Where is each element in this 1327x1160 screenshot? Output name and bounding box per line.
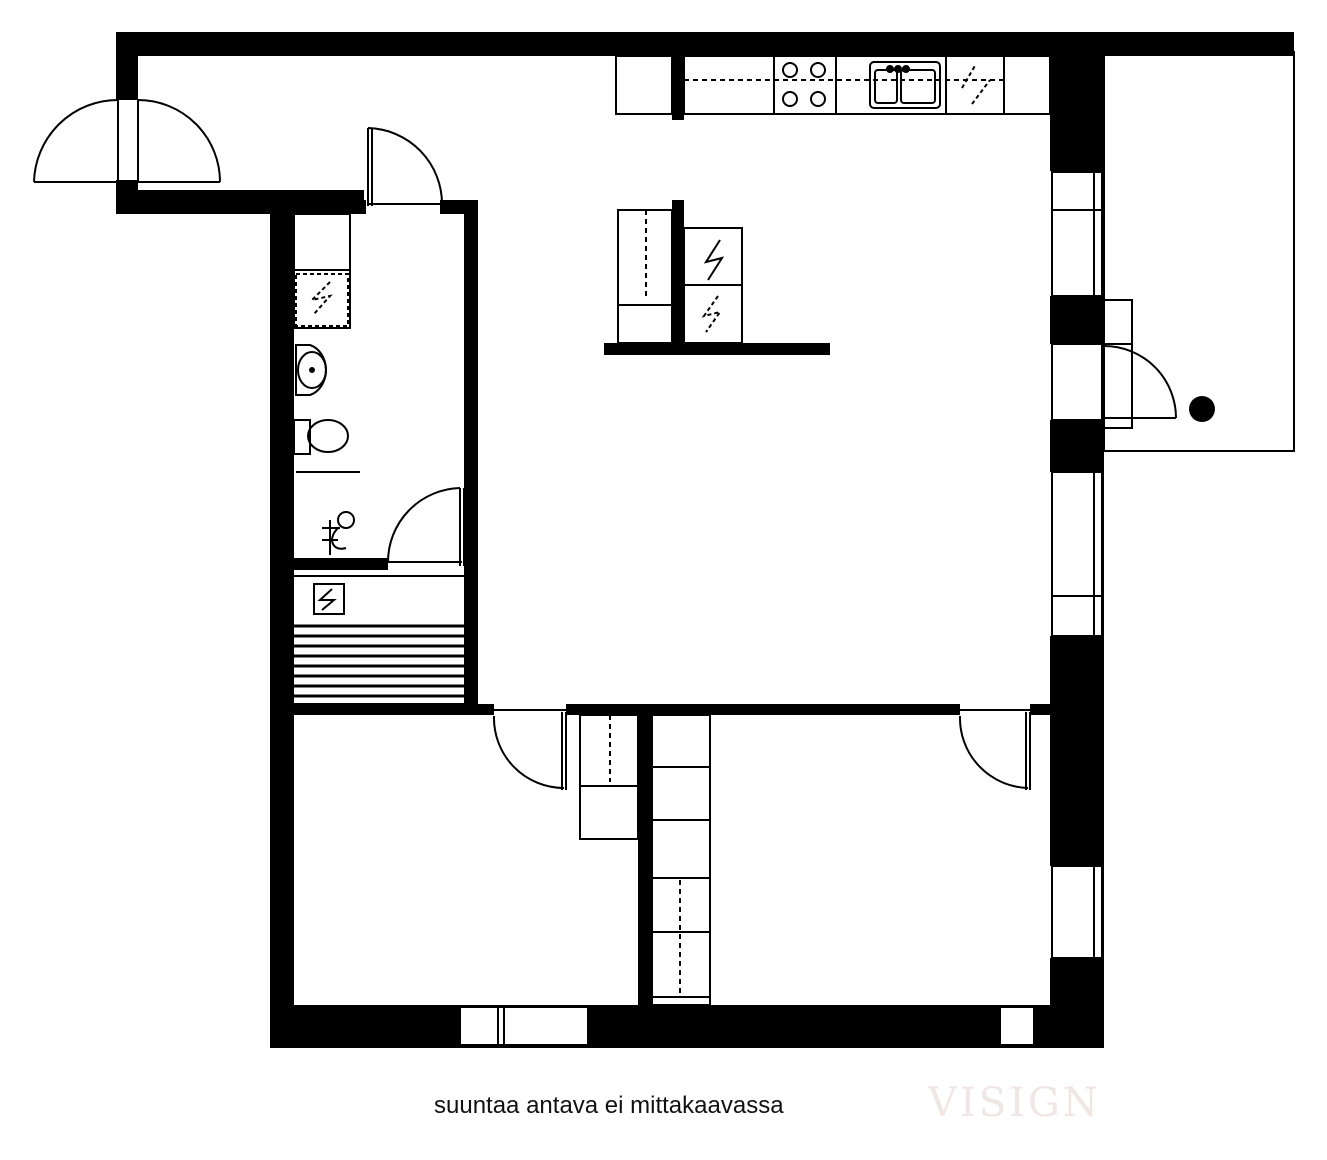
toilet-icon: [293, 419, 360, 473]
bathroom-door-icon[interactable]: [366, 127, 443, 214]
entrance-door-icon[interactable]: [33, 99, 221, 183]
washing-machine-icon: [293, 213, 351, 329]
island-wall: [604, 343, 830, 355]
kitchen-divider: [672, 56, 684, 120]
sink-icon: [869, 61, 941, 109]
oven-icon: [683, 227, 743, 344]
exterior-walls: [116, 32, 1294, 1048]
watermark-logo: VISIGN: [928, 1080, 1101, 1126]
south-windows: [459, 1006, 1035, 1046]
electric-symbol-icon: [313, 583, 345, 615]
wardrobe-bedroom-1: [579, 714, 639, 840]
island-post: [672, 200, 684, 350]
balcony-door-icon[interactable]: [1103, 299, 1177, 429]
bedroom-walls: [478, 704, 1050, 1006]
bedroom-door-icon[interactable]: [492, 709, 567, 790]
balcony-post-icon: [1189, 396, 1215, 422]
bathroom-walls: [292, 200, 478, 715]
sauna-door-icon[interactable]: [387, 487, 465, 572]
bedroom-door-icon[interactable]: [958, 709, 1031, 790]
wardrobe-bedroom-2: [651, 714, 711, 1006]
shower-icon: [322, 511, 355, 555]
sauna-bench: [294, 575, 466, 698]
tall-cabinets: [617, 209, 673, 344]
washbasin-icon: [295, 344, 327, 396]
east-windows: [1051, 171, 1103, 959]
balcony: [1103, 51, 1295, 452]
kitchen-counter: [615, 55, 1051, 115]
dishwasher-icon: [961, 63, 991, 105]
stove-icon: [782, 62, 826, 107]
plan-caption: suuntaa antava ei mittakaavassa: [434, 1092, 784, 1119]
